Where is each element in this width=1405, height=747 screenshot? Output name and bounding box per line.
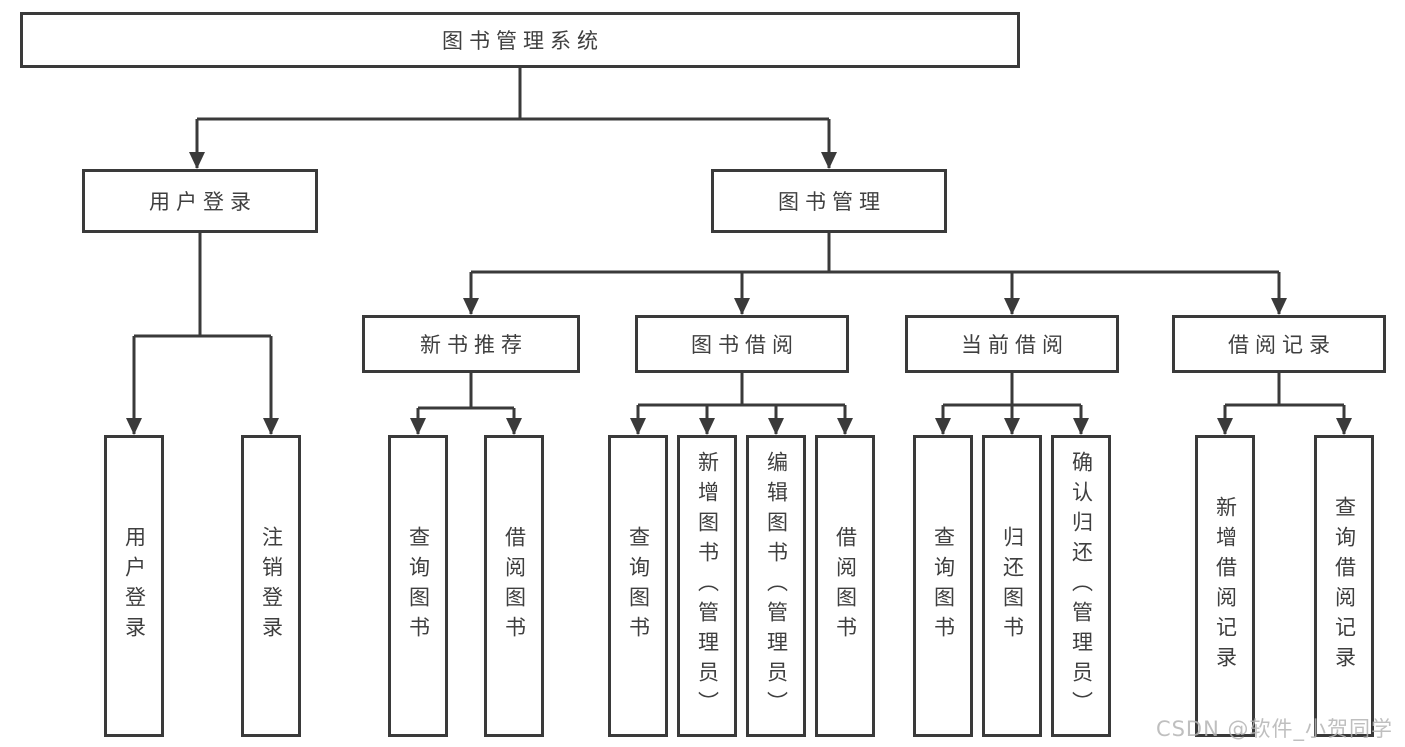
arrowhead bbox=[263, 418, 279, 435]
connector-current-borrow-children bbox=[935, 373, 1089, 435]
arrowhead bbox=[768, 418, 784, 435]
arrowhead bbox=[1217, 418, 1233, 435]
node-records-search-record: 查询借阅记录 bbox=[1314, 435, 1374, 737]
node-login-label: 用户登录 bbox=[122, 526, 147, 646]
node-recommend-borrow-book: 借阅图书 bbox=[484, 435, 544, 737]
node-borrow-add-book-admin: 新增图书（管理员） bbox=[677, 435, 737, 737]
arrowhead bbox=[1271, 298, 1287, 315]
node-book-management: 图书管理 bbox=[711, 169, 947, 233]
arrowhead bbox=[935, 418, 951, 435]
node-recommend-search-book-label: 查询图书 bbox=[406, 526, 431, 646]
node-current-confirm-return-admin: 确认归还（管理员） bbox=[1051, 435, 1111, 737]
node-borrow-add-book-admin-label: 新增图书（管理员） bbox=[695, 451, 720, 721]
arrowhead bbox=[1004, 298, 1020, 315]
node-borrow-borrow-book-label: 借阅图书 bbox=[833, 526, 858, 646]
node-borrow-edit-book-admin-label: 编辑图书（管理员） bbox=[764, 451, 789, 721]
node-current-search-book-label: 查询图书 bbox=[931, 526, 956, 646]
connector-new-book-children bbox=[410, 373, 522, 435]
arrowhead bbox=[1073, 418, 1089, 435]
arrowhead bbox=[821, 152, 837, 169]
node-current-search-book: 查询图书 bbox=[913, 435, 973, 737]
node-new-book-recommend: 新书推荐 bbox=[362, 315, 580, 373]
node-borrow-records: 借阅记录 bbox=[1172, 315, 1386, 373]
node-borrow-borrow-book: 借阅图书 bbox=[815, 435, 875, 737]
connector-user-login-children bbox=[126, 233, 279, 435]
node-recommend-borrow-book-label: 借阅图书 bbox=[502, 526, 527, 646]
node-borrow-search-book-label: 查询图书 bbox=[626, 526, 651, 646]
node-recommend-search-book: 查询图书 bbox=[388, 435, 448, 737]
node-borrow-search-book: 查询图书 bbox=[608, 435, 668, 737]
arrowhead bbox=[699, 418, 715, 435]
node-root: 图书管理系统 bbox=[20, 12, 1020, 68]
arrowhead bbox=[734, 298, 750, 315]
node-records-search-record-label: 查询借阅记录 bbox=[1332, 496, 1357, 676]
arrowhead bbox=[506, 418, 522, 435]
node-logout-label: 注销登录 bbox=[259, 526, 284, 646]
arrowhead bbox=[1004, 418, 1020, 435]
node-records-add-record-label: 新增借阅记录 bbox=[1213, 496, 1238, 676]
connector-root-to-level2 bbox=[189, 68, 837, 169]
arrowhead bbox=[126, 418, 142, 435]
arrowhead bbox=[1336, 418, 1352, 435]
arrowhead bbox=[630, 418, 646, 435]
node-current-borrow: 当前借阅 bbox=[905, 315, 1119, 373]
node-current-return-book: 归还图书 bbox=[982, 435, 1042, 737]
node-user-login: 用户登录 bbox=[82, 169, 318, 233]
arrowhead bbox=[837, 418, 853, 435]
connector-book-management-children bbox=[463, 233, 1287, 315]
node-records-add-record: 新增借阅记录 bbox=[1195, 435, 1255, 737]
node-current-confirm-return-admin-label: 确认归还（管理员） bbox=[1069, 451, 1094, 721]
node-login: 用户登录 bbox=[104, 435, 164, 737]
connector-book-borrow-children bbox=[630, 373, 853, 435]
node-logout: 注销登录 bbox=[241, 435, 301, 737]
node-borrow-edit-book-admin: 编辑图书（管理员） bbox=[746, 435, 806, 737]
node-book-borrow: 图书借阅 bbox=[635, 315, 849, 373]
watermark: CSDN @软件_小贺同学 bbox=[1155, 717, 1393, 741]
arrowhead bbox=[189, 152, 205, 169]
connector-borrow-records-children bbox=[1217, 373, 1352, 435]
arrowhead bbox=[463, 298, 479, 315]
node-current-return-book-label: 归还图书 bbox=[1000, 526, 1025, 646]
arrowhead bbox=[410, 418, 426, 435]
